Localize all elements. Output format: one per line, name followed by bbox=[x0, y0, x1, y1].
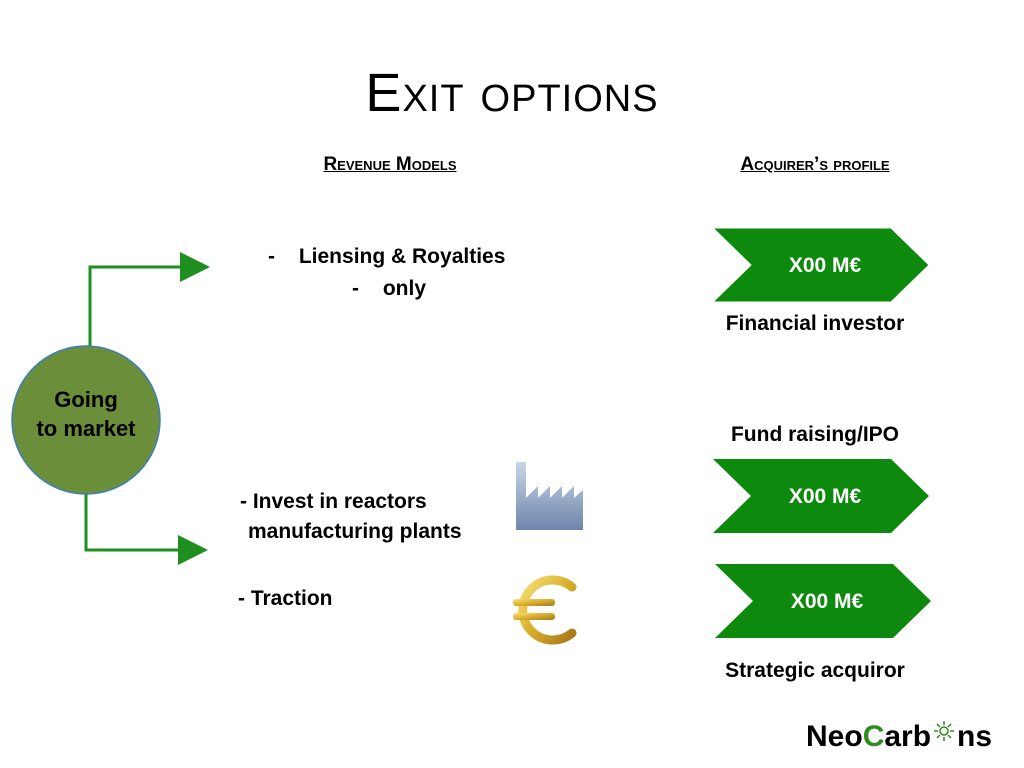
chevron-fund-raising-label: X00 M€ bbox=[788, 485, 862, 508]
chevron-financial-label: X00 M€ bbox=[788, 254, 862, 277]
financial-investor-label: Financial investor bbox=[725, 312, 905, 335]
sun-icon bbox=[934, 721, 955, 741]
invest-reactors-text: - Invest in reactors bbox=[240, 490, 427, 513]
chevron-strategic bbox=[715, 564, 931, 638]
logo-part-ns: ns bbox=[957, 720, 993, 753]
euro-icon bbox=[513, 575, 577, 645]
manufacturing-plants-text: manufacturing plants bbox=[248, 520, 462, 543]
chevron-strategic-label: X00 M€ bbox=[790, 590, 864, 613]
logo-part-neo: Neo bbox=[806, 720, 863, 753]
dash: - bbox=[268, 245, 275, 268]
traction-text: - Traction bbox=[238, 587, 333, 610]
going-to-market-label: Going to market bbox=[12, 385, 160, 443]
arrow-bottom bbox=[84, 490, 208, 565]
acquirer-profile-header: Acquirer’s profile bbox=[740, 154, 890, 175]
arrow-top bbox=[88, 252, 210, 350]
fund-raising-ipo-label: Fund raising/IPO bbox=[730, 423, 899, 446]
going-to-market-circle bbox=[11, 345, 161, 495]
neocarbons-logo: NeoCarb ns bbox=[806, 720, 992, 754]
chevron-fund-raising bbox=[713, 459, 929, 533]
revenue-models-header: Revenue Models bbox=[323, 154, 457, 175]
page-title: Exit options bbox=[365, 63, 659, 123]
list-item: - only bbox=[352, 277, 426, 301]
logo-part-c: C bbox=[862, 720, 885, 753]
factory-icon bbox=[516, 462, 583, 530]
list-item: - Liensing & Royalties bbox=[268, 245, 505, 269]
chevron-financial bbox=[711, 227, 930, 303]
circle-label-line-2: to market bbox=[36, 416, 136, 441]
only-text: only bbox=[382, 277, 427, 300]
strategic-acquiror-label: Strategic acquiror bbox=[725, 659, 905, 682]
logo-part-arb: arb bbox=[884, 720, 932, 753]
licensing-royalties-text: Liensing & Royalties bbox=[298, 245, 506, 268]
dash: - bbox=[352, 277, 359, 300]
circle-label-line-1: Going bbox=[54, 387, 118, 412]
